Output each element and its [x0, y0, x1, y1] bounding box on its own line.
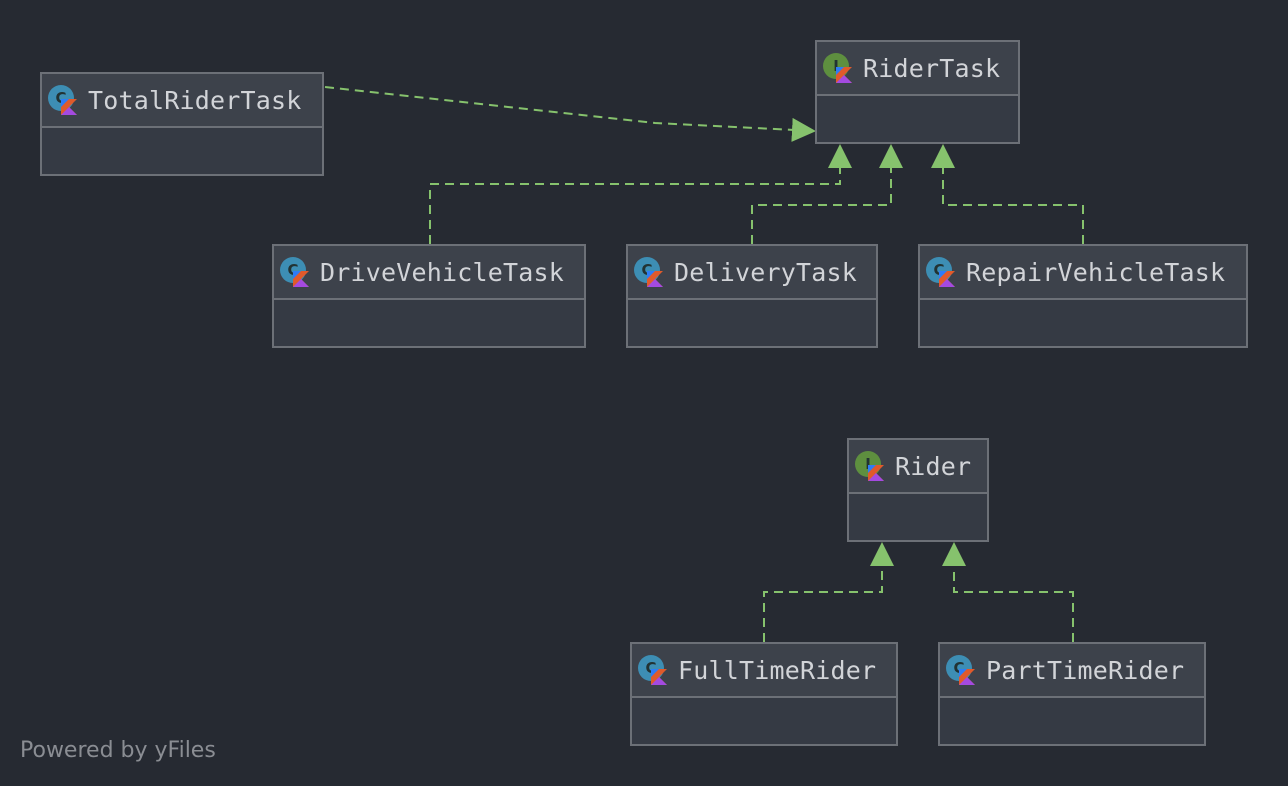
edge-drivevehicletask-to-ridertask: [429, 144, 852, 244]
node-rider[interactable]: I Rider: [847, 438, 989, 542]
node-part-time-rider[interactable]: C PartTimeRider: [938, 642, 1206, 746]
node-body: [940, 698, 1204, 742]
node-name: DriveVehicleTask: [320, 257, 565, 287]
node-repair-vehicle-task[interactable]: C RepairVehicleTask: [918, 244, 1248, 348]
node-name: PartTimeRider: [986, 655, 1185, 685]
node-name: RiderTask: [863, 53, 1001, 83]
node-header: C DriveVehicleTask: [274, 246, 584, 300]
node-name: DeliveryTask: [674, 257, 858, 287]
node-rider-task[interactable]: I RiderTask: [815, 40, 1020, 144]
edge-parttimerider-to-rider: [942, 542, 1074, 642]
node-name: RepairVehicleTask: [966, 257, 1226, 287]
node-body: [920, 300, 1246, 344]
node-full-time-rider[interactable]: C FullTimeRider: [630, 642, 898, 746]
kotlin-class-icon: C: [48, 85, 78, 115]
kotlin-class-icon: C: [280, 257, 310, 287]
watermark-text: Powered by yFiles: [20, 738, 216, 763]
node-drive-vehicle-task[interactable]: C DriveVehicleTask: [272, 244, 586, 348]
kotlin-interface-icon: I: [823, 53, 853, 83]
node-header: C PartTimeRider: [940, 644, 1204, 698]
edge-repairvehicletask-to-ridertask: [931, 144, 1084, 244]
node-body: [42, 128, 322, 172]
kotlin-class-icon: C: [926, 257, 956, 287]
edge-totalridertask-to-ridertask: [324, 86, 816, 142]
node-header: C FullTimeRider: [632, 644, 896, 698]
node-body: [628, 300, 876, 344]
node-name: Rider: [895, 451, 972, 481]
node-name: FullTimeRider: [678, 655, 877, 685]
node-body: [849, 494, 987, 538]
kotlin-class-icon: C: [634, 257, 664, 287]
node-body: [632, 698, 896, 742]
node-delivery-task[interactable]: C DeliveryTask: [626, 244, 878, 348]
edge-fulltimerider-to-rider: [763, 542, 894, 642]
node-header: I Rider: [849, 440, 987, 494]
kotlin-class-icon: C: [946, 655, 976, 685]
node-header: I RiderTask: [817, 42, 1018, 96]
node-body: [274, 300, 584, 344]
node-header: C RepairVehicleTask: [920, 246, 1246, 300]
node-header: C DeliveryTask: [628, 246, 876, 300]
kotlin-interface-icon: I: [855, 451, 885, 481]
node-body: [817, 96, 1018, 140]
edge-deliverytask-to-ridertask: [751, 144, 903, 244]
node-header: C TotalRiderTask: [42, 74, 322, 128]
node-total-rider-task[interactable]: C TotalRiderTask: [40, 72, 324, 176]
kotlin-class-icon: C: [638, 655, 668, 685]
node-name: TotalRiderTask: [88, 85, 302, 115]
